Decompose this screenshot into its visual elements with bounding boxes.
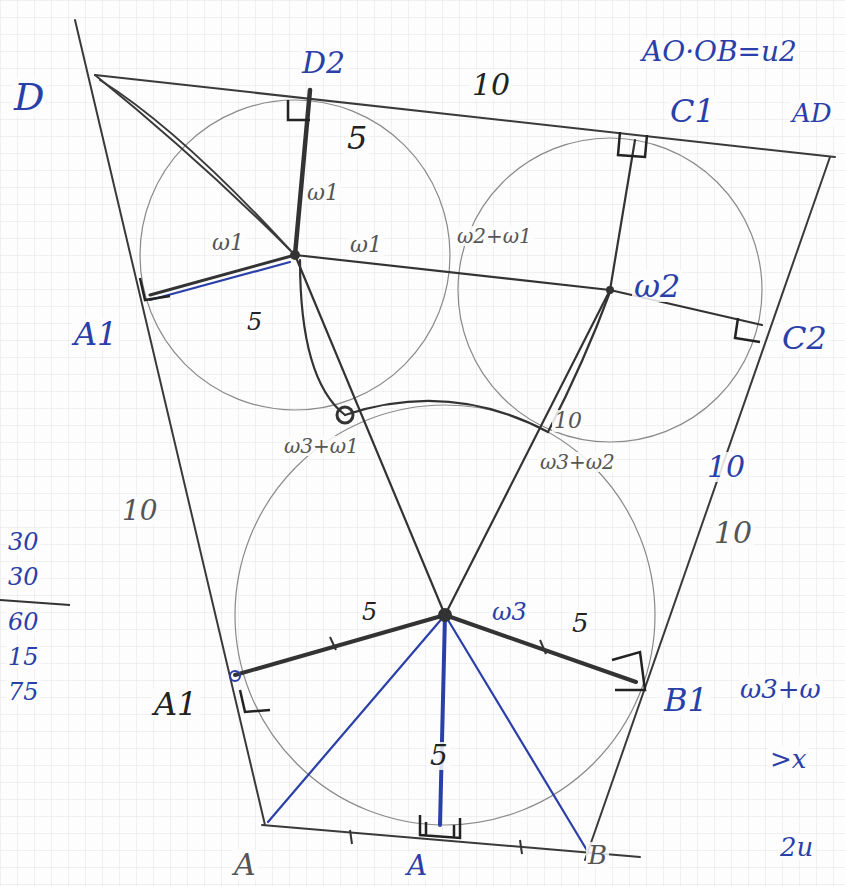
sketch-label: 10 bbox=[470, 70, 512, 100]
sketch-label: B1 bbox=[662, 684, 710, 716]
sketch-label: 10 bbox=[552, 410, 584, 432]
sketch-label: ω1 bbox=[210, 232, 246, 254]
construction-lines bbox=[150, 90, 762, 682]
sketch-label: 30 bbox=[6, 530, 41, 554]
sketch-label: 75 bbox=[6, 680, 41, 704]
sketch-label: ω2 bbox=[632, 270, 682, 302]
sketch-label: 5 bbox=[345, 122, 369, 154]
sketch-label: ω3+ω1 bbox=[282, 436, 361, 456]
sketch-label: AO·OB=u2 bbox=[640, 38, 799, 66]
sketch-label: 5 bbox=[245, 310, 264, 334]
sketch-label: A bbox=[405, 852, 429, 880]
sketch-label: D2 bbox=[300, 48, 347, 78]
sketch-label: A bbox=[232, 850, 258, 880]
tick-marks bbox=[0, 600, 546, 854]
sketch-label: C2 bbox=[780, 322, 829, 354]
sketch-label: 15 bbox=[6, 645, 41, 669]
sketch-label: D bbox=[12, 78, 46, 116]
sketch-label: ω1 bbox=[305, 182, 341, 204]
sketch-label: 60 bbox=[6, 610, 41, 634]
sketch-label: A1 bbox=[152, 688, 199, 720]
sketch-label: 5 bbox=[570, 610, 591, 636]
sketch-label: ω3+ω2 bbox=[538, 452, 617, 472]
sketch-label: C1 bbox=[668, 95, 717, 127]
sketch-label: 2u bbox=[778, 834, 815, 860]
sketch-label: 10 bbox=[120, 497, 160, 525]
sketch-label: ω3+ω bbox=[738, 676, 823, 702]
sketch-label: 5 bbox=[428, 742, 450, 770]
sketch-label: 5 bbox=[360, 600, 379, 624]
right-angle-marks bbox=[140, 100, 760, 838]
sketch-label: >x bbox=[768, 746, 808, 772]
sketch-label: ω1 bbox=[348, 234, 384, 256]
sketch-label: 30 bbox=[6, 565, 41, 589]
sketch-label: A1 bbox=[72, 318, 119, 350]
sketch-label: ω2+ω1 bbox=[455, 226, 534, 246]
quadrilateral bbox=[75, 20, 835, 860]
sketch-label: 10 bbox=[705, 452, 747, 482]
blue-ink-lines bbox=[150, 262, 588, 852]
sketch-label: B bbox=[586, 842, 609, 868]
sketch-label: 10 bbox=[712, 518, 754, 548]
circles bbox=[140, 100, 762, 825]
sketch-label: ω3 bbox=[490, 600, 529, 624]
sketch-label: AD bbox=[790, 100, 834, 126]
